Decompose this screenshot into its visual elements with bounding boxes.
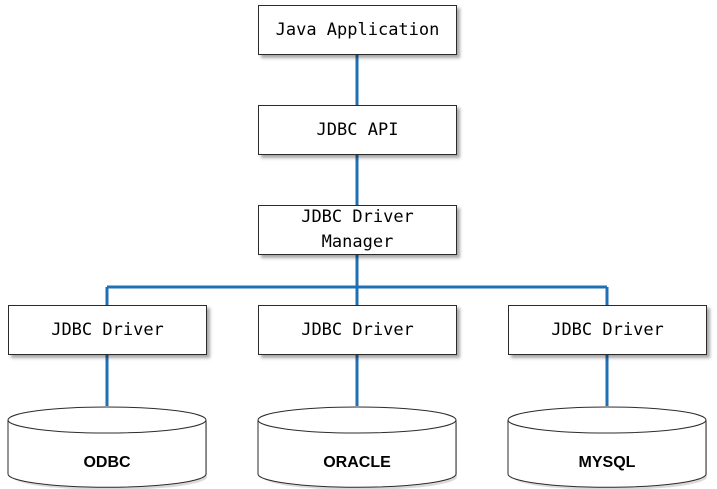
database-label-odbc: ODBC bbox=[83, 454, 131, 471]
database-oracle: ORACLE bbox=[257, 406, 457, 489]
database-mysql: MYSQL bbox=[507, 406, 707, 489]
jdbc-driver-manager-box: JDBC Driver Manager bbox=[258, 205, 457, 255]
database-label-oracle: ORACLE bbox=[323, 454, 391, 471]
database-label-mysql: MYSQL bbox=[579, 454, 636, 471]
java-application-box: Java Application bbox=[258, 5, 457, 55]
database-odbc: ODBC bbox=[7, 406, 207, 489]
jdbc-driver-box-mysql: JDBC Driver bbox=[508, 305, 707, 355]
jdbc-driver-box-odbc: JDBC Driver bbox=[8, 305, 207, 355]
jdbc-driver-box-oracle: JDBC Driver bbox=[258, 305, 457, 355]
jdbc-api-box: JDBC API bbox=[258, 105, 457, 155]
